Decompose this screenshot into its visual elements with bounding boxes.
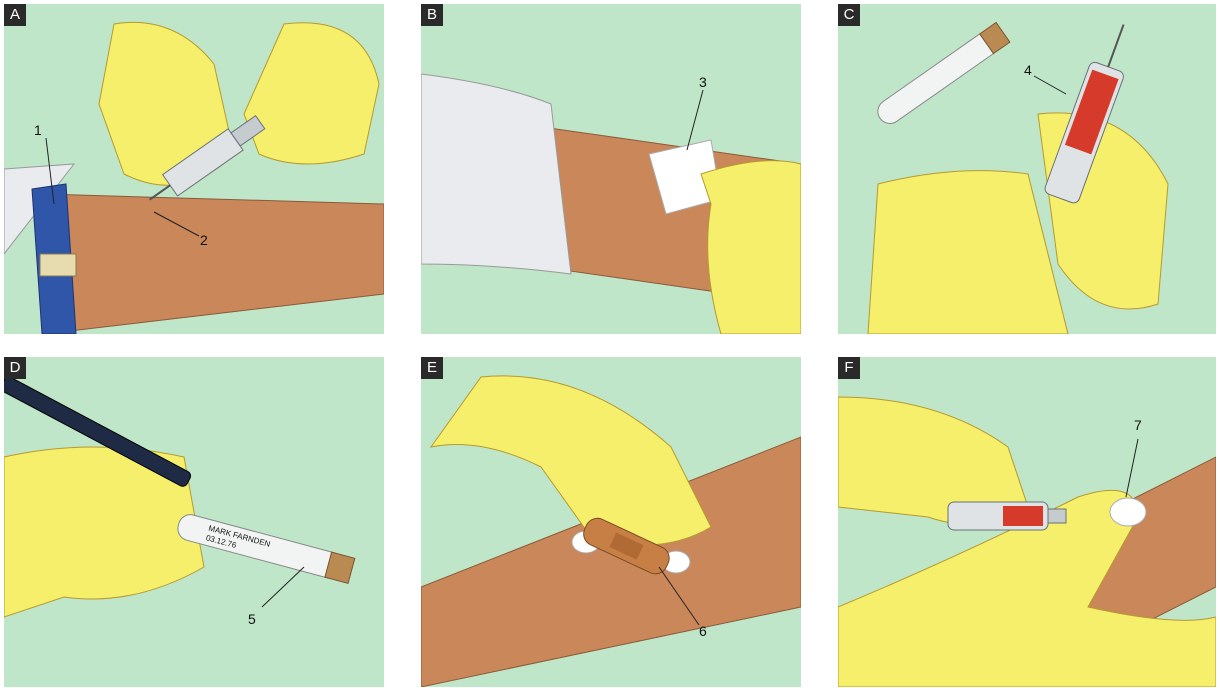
- sleeve: [421, 74, 571, 274]
- panel-label: B: [421, 4, 443, 26]
- panel-label: D: [4, 357, 26, 379]
- panel-d: MARK FARNDEN 03.12.76 D 5: [4, 357, 384, 687]
- panel-f: F 7: [838, 357, 1216, 687]
- callout-2: 2: [200, 232, 208, 248]
- panel-f-illustration: [838, 357, 1216, 687]
- panel-e-illustration: [421, 357, 801, 687]
- panel-label: C: [838, 4, 860, 26]
- panel-b-illustration: [421, 4, 801, 334]
- panel-a-illustration: [4, 4, 384, 334]
- panel-label: A: [4, 4, 26, 26]
- panel-e: E 6: [421, 357, 801, 687]
- panel-c-illustration: [838, 4, 1216, 334]
- callout-3: 3: [699, 74, 707, 90]
- callout-1: 1: [34, 122, 42, 138]
- panel-label: E: [421, 357, 443, 379]
- panel-b: B 3: [421, 4, 801, 334]
- panel-d-illustration: MARK FARNDEN 03.12.76: [4, 357, 384, 687]
- callout-4: 4: [1024, 62, 1032, 78]
- callout-5: 5: [248, 611, 256, 627]
- panel-a: A 1 2: [4, 4, 384, 334]
- callout-7: 7: [1134, 417, 1142, 433]
- tourniquet-buckle: [40, 254, 76, 276]
- cotton-wool: [1110, 498, 1146, 526]
- callout-6: 6: [699, 623, 707, 639]
- glove: [701, 161, 801, 334]
- panel-label: F: [838, 357, 860, 379]
- panel-c: C 4: [838, 4, 1216, 334]
